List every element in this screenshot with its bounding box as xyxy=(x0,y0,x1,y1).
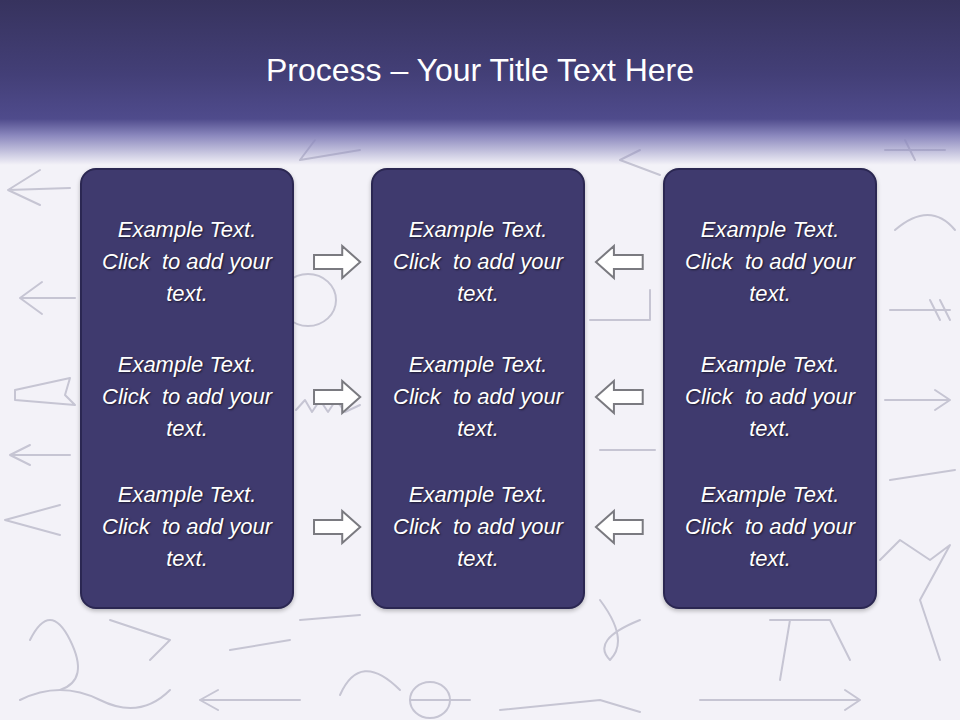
box-text: Example Text. Click to add your text. xyxy=(383,214,573,310)
block-arrow xyxy=(314,246,360,278)
box-text: Example Text. Click to add your text. xyxy=(92,349,282,445)
block-arrow xyxy=(596,246,643,278)
box-text: Example Text. Click to add your text. xyxy=(92,479,282,575)
box-text: Example Text. Click to add your text. xyxy=(92,214,282,310)
box-text: Example Text. Click to add your text. xyxy=(383,349,573,445)
block-arrow xyxy=(596,381,643,413)
box-text: Example Text. Click to add your text. xyxy=(675,214,865,310)
process-box: Example Text. Click to add your text. Exa… xyxy=(371,168,585,609)
box-text: Example Text. Click to add your text. xyxy=(675,479,865,575)
box-text: Example Text. Click to add your text. xyxy=(675,349,865,445)
block-arrow xyxy=(314,511,360,543)
block-arrow xyxy=(596,511,643,543)
slide-title: Process – Your Title Text Here xyxy=(0,52,960,89)
process-box: Example Text. Click to add your text. Exa… xyxy=(80,168,294,609)
process-box: Example Text. Click to add your text. Exa… xyxy=(663,168,877,609)
block-arrow xyxy=(314,381,360,413)
box-text: Example Text. Click to add your text. xyxy=(383,479,573,575)
